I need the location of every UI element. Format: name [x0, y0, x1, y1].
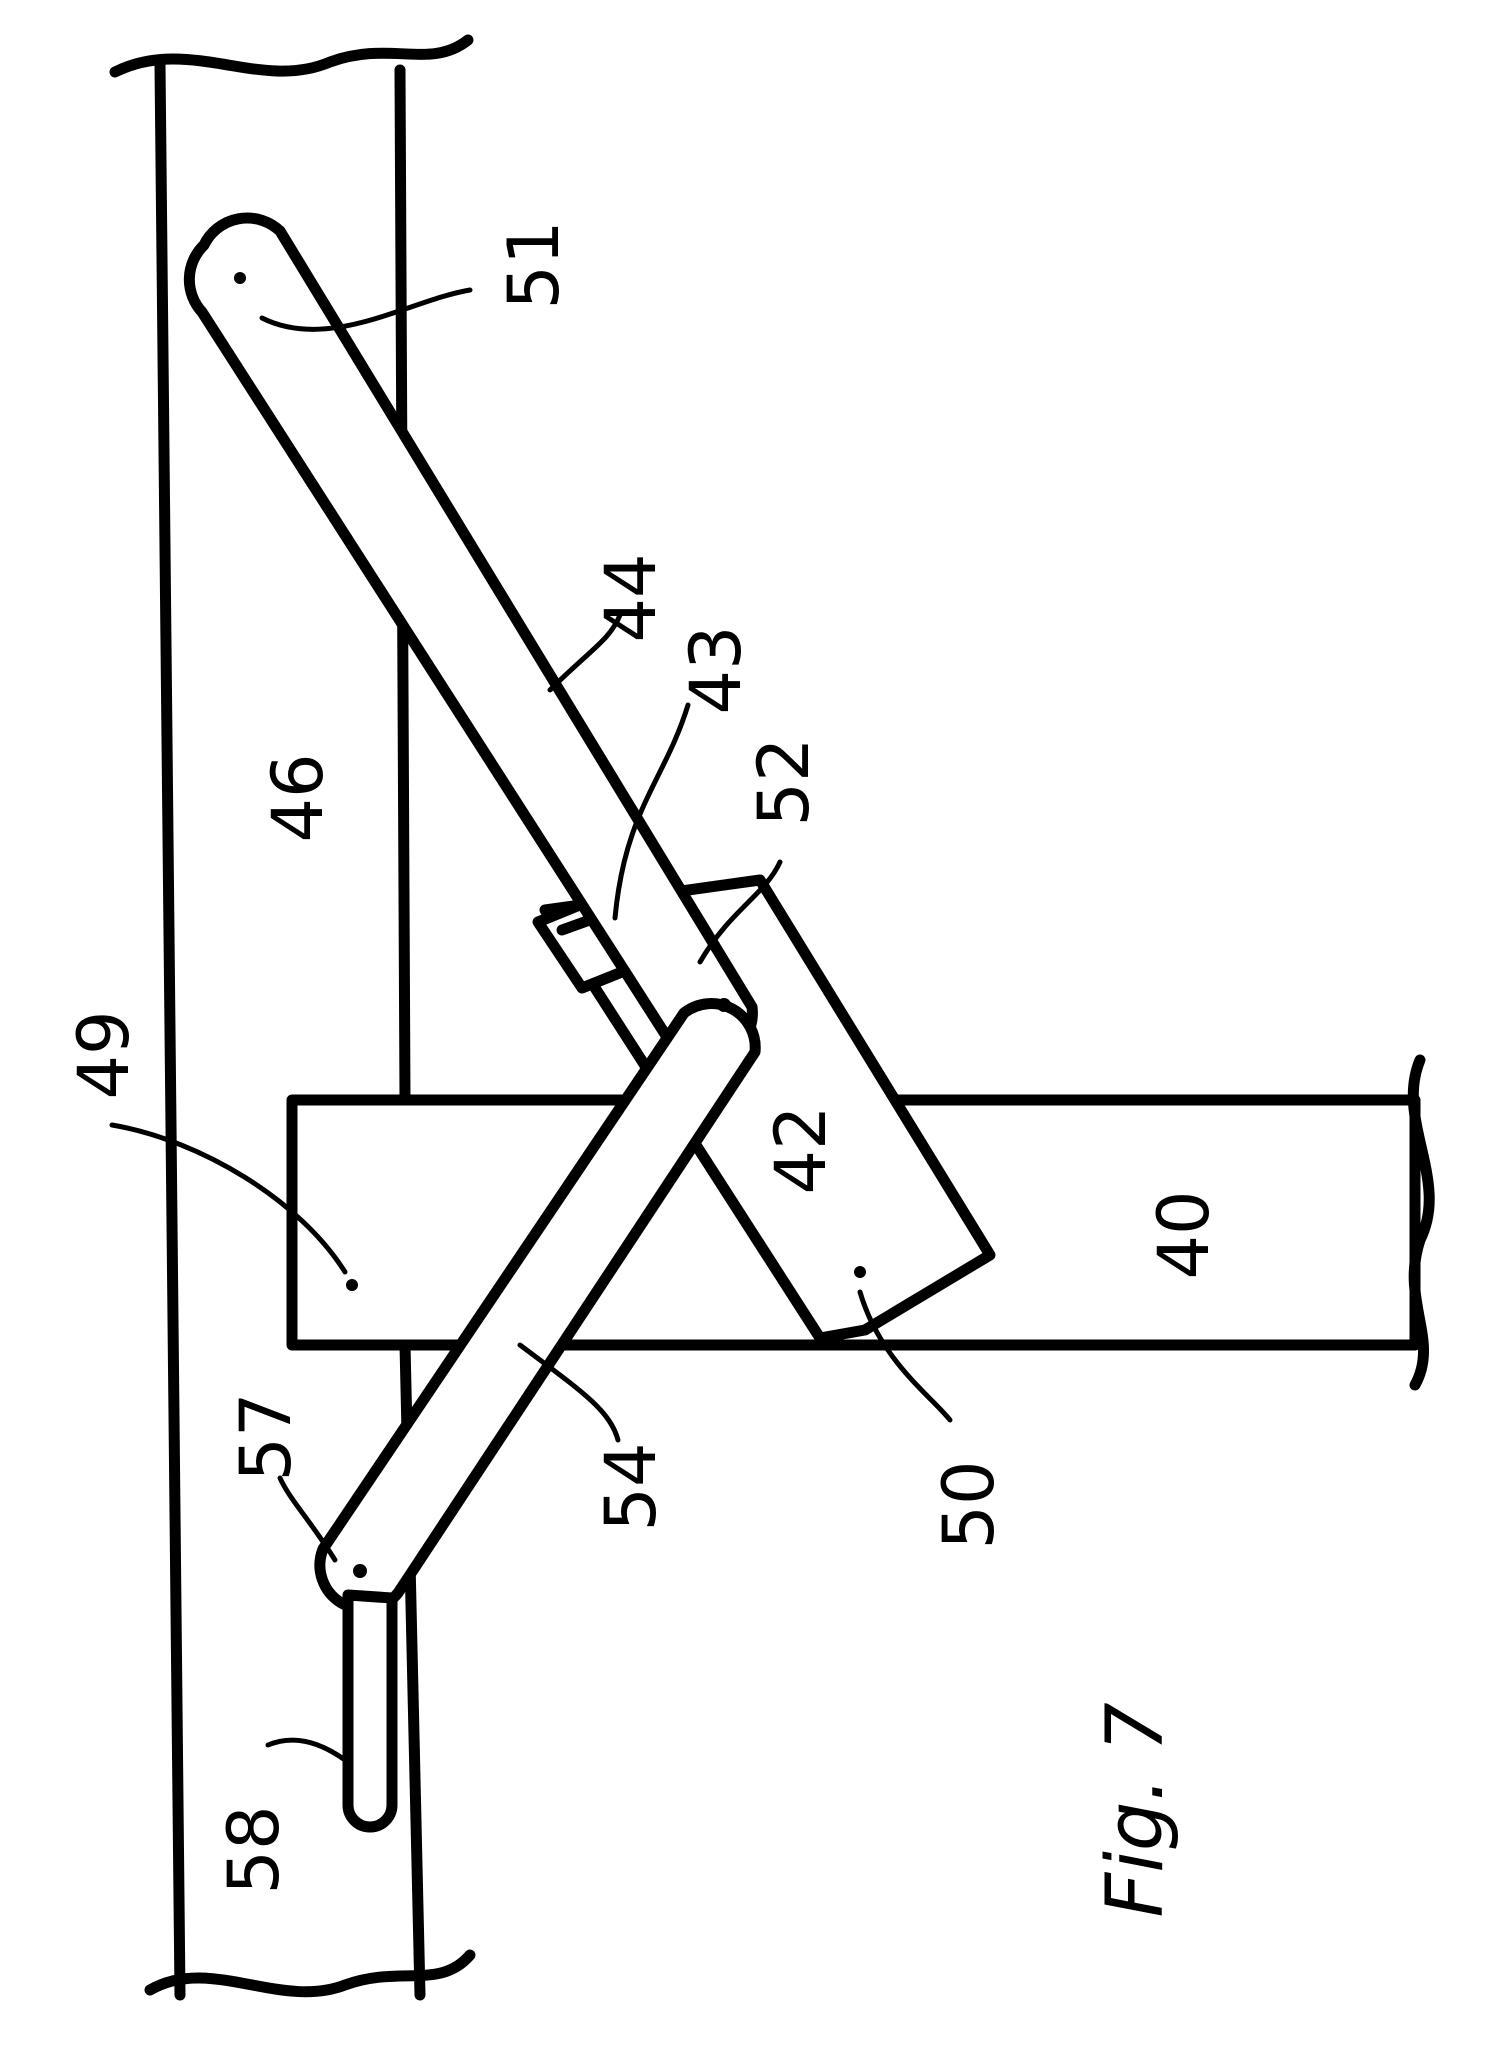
- leader-49: [109, 1122, 348, 1275]
- label-54: 54: [590, 1442, 672, 1531]
- figure-caption: Fig. 7: [1091, 1702, 1181, 1917]
- label-58: 58: [213, 1805, 295, 1894]
- slot-58: [342, 1589, 398, 1833]
- pivot-52: [717, 998, 731, 1012]
- label-51: 51: [493, 220, 575, 309]
- leader-54: [517, 1342, 621, 1443]
- pivot-50: [854, 1266, 866, 1278]
- pivot-49: [346, 1279, 358, 1291]
- label-44: 44: [590, 553, 672, 642]
- leader-43: [612, 702, 691, 921]
- label-52: 52: [743, 737, 825, 826]
- leader-52: [697, 859, 783, 965]
- pivot-57: [353, 1564, 367, 1578]
- break-line-right: [1407, 1054, 1435, 1391]
- leader-50: [857, 1289, 953, 1423]
- break-line-bottom: [144, 1949, 476, 1998]
- label-49: 49: [63, 1010, 145, 1099]
- leader-44: [547, 612, 623, 693]
- leader-57: [277, 1475, 338, 1563]
- label-43: 43: [675, 625, 757, 714]
- leader-58: [265, 1737, 348, 1763]
- label-57: 57: [225, 1392, 307, 1481]
- pivot-51: [234, 272, 246, 284]
- break-line-top: [109, 34, 474, 78]
- label-46: 46: [257, 753, 339, 842]
- pivot-points: [234, 272, 866, 1578]
- leader-51: [259, 287, 473, 332]
- leader-lines: [109, 287, 953, 1763]
- label-50: 50: [928, 1460, 1010, 1549]
- label-40: 40: [1143, 1190, 1225, 1279]
- reference-numerals: 51 44 43 46 52 49 42 40 57 54 50 58: [63, 220, 1225, 1894]
- label-42: 42: [760, 1105, 842, 1194]
